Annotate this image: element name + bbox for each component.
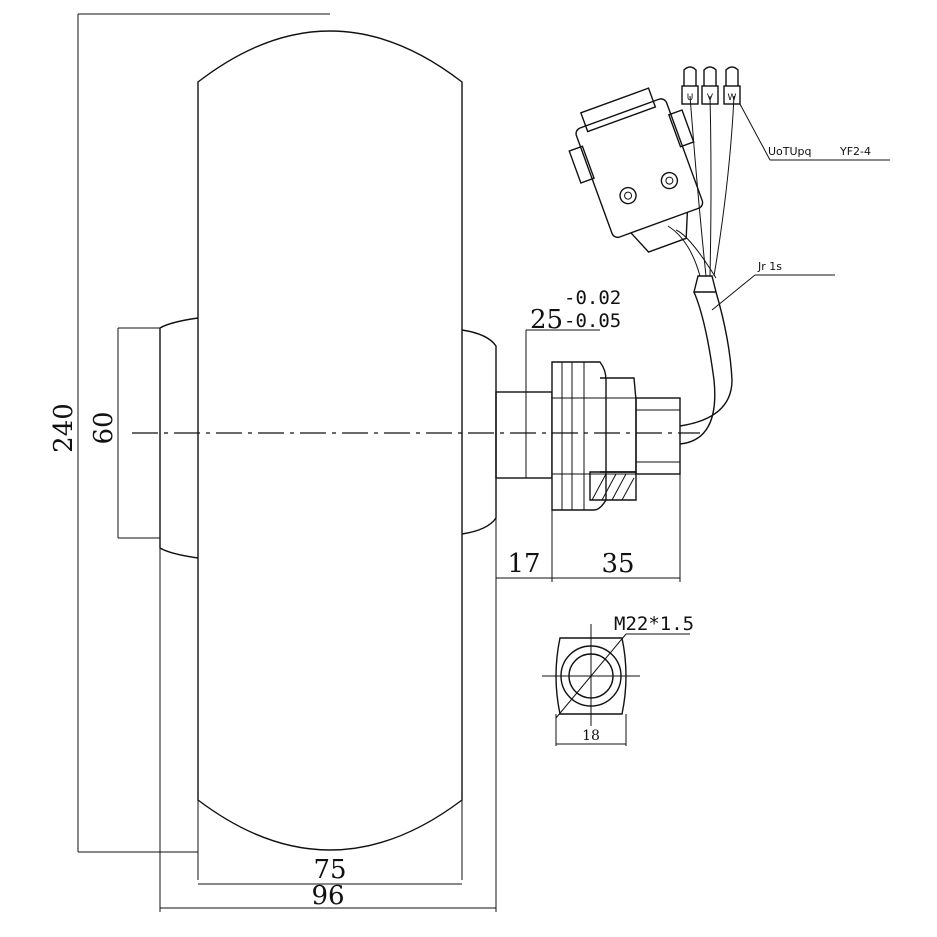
axle-nut (551, 361, 607, 511)
dim-75: 75 (198, 855, 462, 885)
dim-60-text: 60 (89, 411, 119, 444)
dim-96-text: 96 (311, 881, 344, 911)
dim-240-text: 240 (49, 403, 79, 453)
dim-17-35: 17 35 (496, 474, 681, 582)
pin-v-label: V (707, 93, 714, 103)
left-flange (159, 317, 199, 559)
shaft-25 (495, 391, 553, 479)
tire-outline (197, 30, 463, 851)
connector-model: YF2-4 (839, 145, 871, 158)
cable-label: Jr 1s (757, 260, 782, 273)
thread-end-view: M22*1.5 18 (542, 613, 694, 746)
dim-25-tol-lower: -0.05 (564, 310, 621, 332)
threaded-tip (635, 397, 681, 475)
dsub-connector (568, 87, 704, 253)
dim-17-text: 17 (507, 549, 540, 579)
dim-60: 60 (89, 327, 160, 539)
dim-25-tol-upper: -0.02 (564, 287, 621, 309)
fork-terminals: U V W (681, 66, 741, 105)
dim-25: 25 -0.02 -0.05 (525, 287, 621, 478)
section-hatch (589, 471, 637, 501)
right-flange (461, 329, 497, 535)
dim-240: 240 (49, 13, 330, 853)
dim-18-text: 18 (582, 728, 600, 744)
dim-96: 96 (160, 881, 496, 911)
pin-w-label: W (728, 93, 737, 103)
hub-motor-body (159, 30, 497, 912)
shaft-assembly (495, 361, 681, 511)
connector-label: UoTUpq (768, 145, 812, 158)
pin-u-label: U (687, 93, 694, 103)
cable (667, 95, 735, 445)
thread-spec-text: M22*1.5 (614, 613, 694, 635)
cable-leader (711, 274, 756, 311)
dim-75-text: 75 (313, 855, 346, 885)
connector-leader (739, 103, 771, 161)
dim-25-text: 25 (530, 305, 563, 335)
dim-35-text: 35 (601, 549, 634, 579)
